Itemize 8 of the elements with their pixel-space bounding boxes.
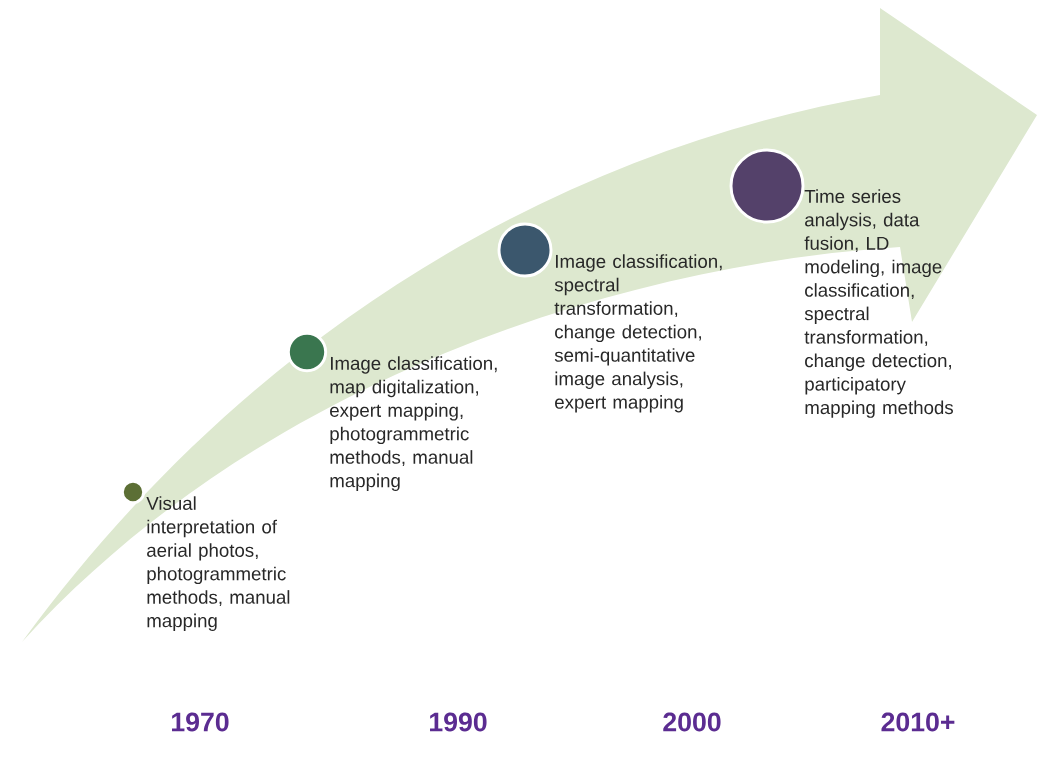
description-text: Image classification, spectral transformation, change detection, semi-quantitative image analysis, expert mapping	[554, 254, 722, 413]
description-text: Image classification, map digitalization, expert mapping, photogrammetric methods, manual mapping	[330, 356, 497, 491]
description-text: Visual interpretation of aerial photos, photogrammetric methods, manual mapping	[146, 496, 290, 631]
year-label: 1970	[172, 712, 229, 732]
year-label: 2000	[663, 712, 721, 732]
year-label: 1990	[430, 712, 487, 732]
year-label: 2010+	[881, 712, 955, 732]
description-text: Time series analysis, data fusion, LD modeling, image classification, spectral transformation, change detection, participatory mapping methods	[804, 189, 953, 418]
